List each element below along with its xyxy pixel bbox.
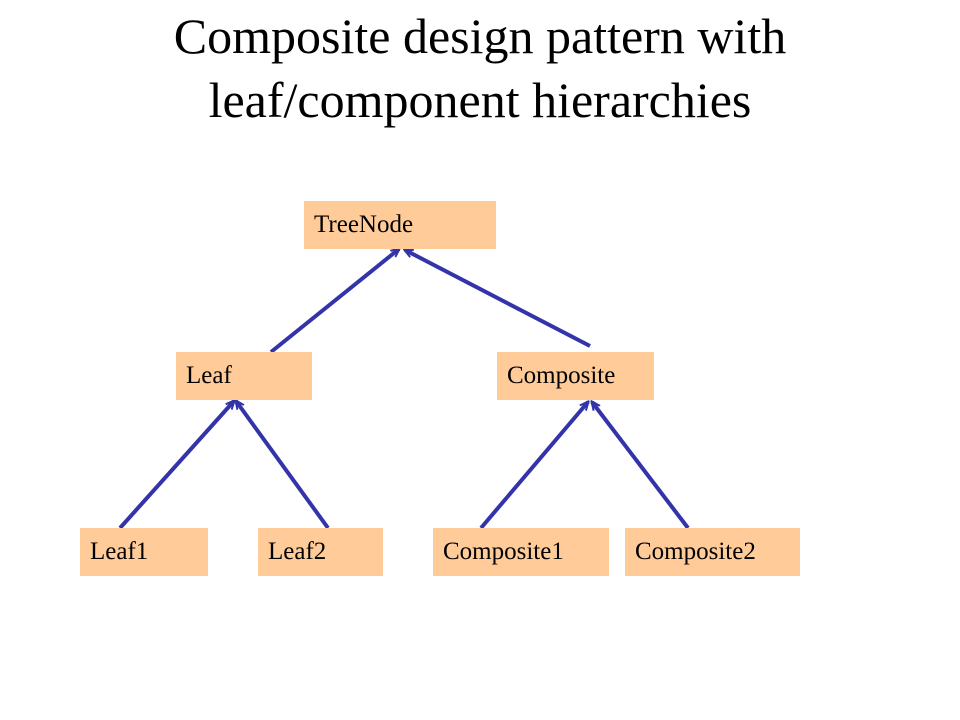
node-leaf2: Leaf2 xyxy=(258,528,383,576)
edge-leaf1-to-leaf xyxy=(118,401,234,530)
node-leaf: Leaf xyxy=(176,352,312,400)
title-line-2: leaf/component hierarchies xyxy=(208,72,752,128)
node-leaf-label: Leaf xyxy=(186,362,232,389)
node-composite-label: Composite xyxy=(507,362,616,389)
edge-composite-to-treenode xyxy=(405,248,591,348)
edge-composite2-to-composite xyxy=(592,402,690,530)
node-leaf1-label: Leaf1 xyxy=(90,538,149,565)
edge-leaf-to-treenode xyxy=(269,249,399,354)
node-leaf2-label: Leaf2 xyxy=(268,538,327,565)
node-composite2: Composite2 xyxy=(625,528,800,576)
node-leaf1: Leaf1 xyxy=(80,528,208,576)
node-treenode: TreeNode xyxy=(304,201,496,249)
node-treenode-label: TreeNode xyxy=(314,211,414,238)
slide-title: Composite design pattern with leaf/compo… xyxy=(0,0,960,132)
title-line-1: Composite design pattern with xyxy=(173,8,787,64)
edge-composite1-to-composite xyxy=(479,402,588,530)
node-composite2-label: Composite2 xyxy=(635,538,756,565)
node-composite1: Composite1 xyxy=(433,528,609,576)
node-composite1-label: Composite1 xyxy=(443,538,564,565)
edge-leaf2-to-leaf xyxy=(236,401,330,530)
node-composite: Composite xyxy=(497,352,654,400)
